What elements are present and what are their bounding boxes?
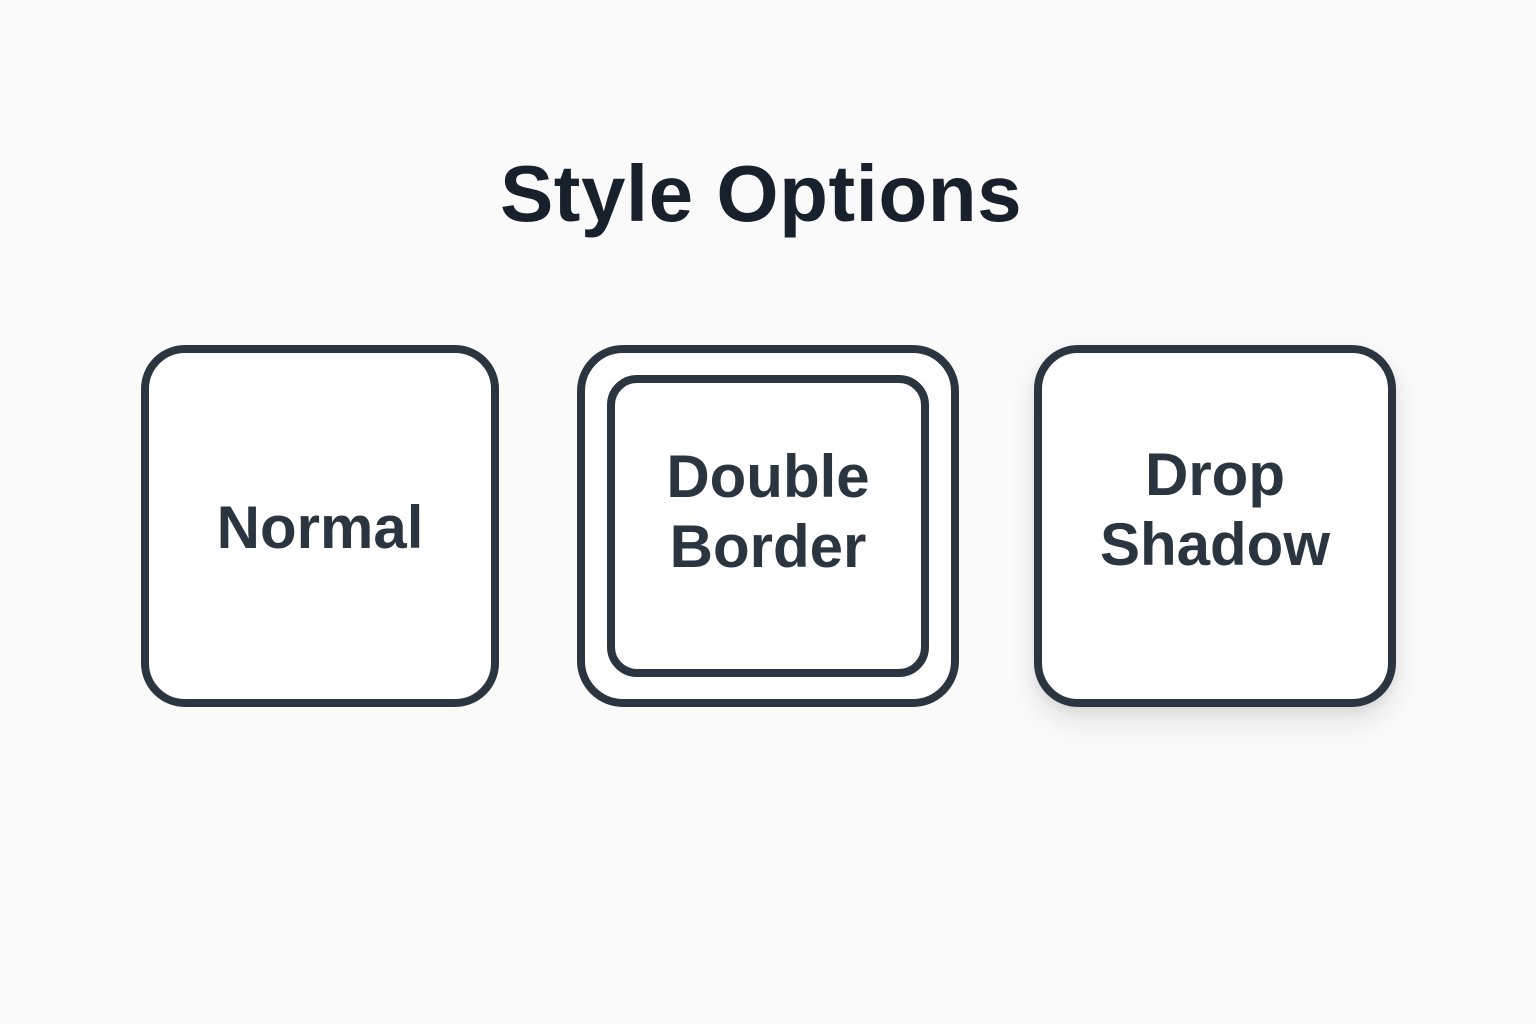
style-option-label: Double Border <box>666 443 870 580</box>
style-option-double-border[interactable]: Double Border <box>577 345 959 707</box>
style-option-drop-shadow[interactable]: Drop Shadow <box>1034 345 1396 707</box>
page-title: Style Options <box>499 149 1023 238</box>
style-option-label: Normal <box>216 494 424 561</box>
style-option-normal[interactable]: Normal <box>141 345 499 707</box>
style-option-label: Drop Shadow <box>1099 441 1330 578</box>
inner-border <box>607 375 929 677</box>
